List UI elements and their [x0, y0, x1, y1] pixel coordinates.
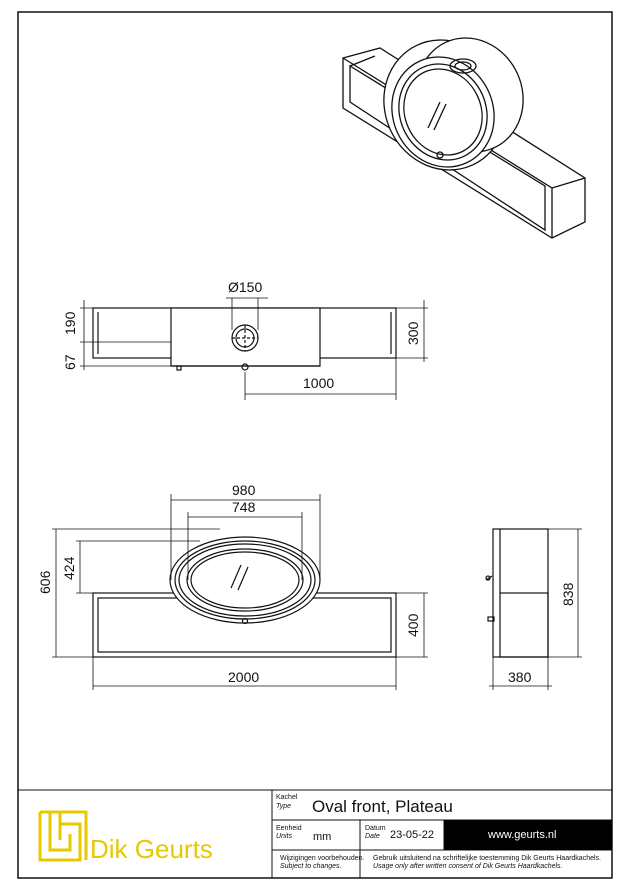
- dim-838: 838: [560, 582, 576, 606]
- usage-notice-nl: Gebruik uitsluitend na schriftelijke toe…: [373, 855, 601, 862]
- dim-980: 980: [232, 482, 256, 498]
- date-label-en: Date: [365, 833, 380, 840]
- dim-1000: 1000: [303, 375, 334, 391]
- logo-text: Dik Geurts: [90, 834, 213, 864]
- dim-2000: 2000: [228, 669, 259, 685]
- dim-606: 606: [37, 570, 53, 594]
- logo-mark-icon: [38, 810, 88, 862]
- dim-380: 380: [508, 669, 532, 685]
- drawing-title: Oval front, Plateau: [312, 797, 453, 816]
- website-background: [444, 820, 612, 850]
- unit-label-en: Units: [276, 833, 292, 840]
- date-value: 23-05-22: [390, 829, 434, 841]
- unit-value: mm: [313, 831, 331, 843]
- dim-190: 190: [62, 311, 78, 335]
- changes-notice-en: Subject to changes.: [280, 863, 342, 870]
- website-link[interactable]: www.geurts.nl: [487, 829, 556, 841]
- front-view: [52, 494, 428, 690]
- dim-748: 748: [232, 499, 256, 515]
- dim-diameter: Ø150: [228, 279, 262, 295]
- isometric-view: [342, 37, 586, 239]
- dim-67: 67: [62, 354, 78, 370]
- dim-400: 400: [405, 613, 421, 637]
- date-label-nl: Datum: [365, 825, 386, 832]
- dim-424: 424: [61, 556, 77, 580]
- top-view: [80, 297, 428, 400]
- changes-notice-nl: Wijzigingen voorbehouden.: [280, 855, 364, 862]
- sheet-border: [17, 11, 613, 879]
- type-label-nl: Kachel: [276, 794, 298, 801]
- side-view: [485, 528, 582, 690]
- type-label-en: Type: [276, 803, 291, 810]
- unit-label-nl: Eenheid: [276, 825, 302, 832]
- dim-300: 300: [405, 321, 421, 345]
- usage-notice-en: Usage only after written consent of Dik …: [373, 863, 563, 870]
